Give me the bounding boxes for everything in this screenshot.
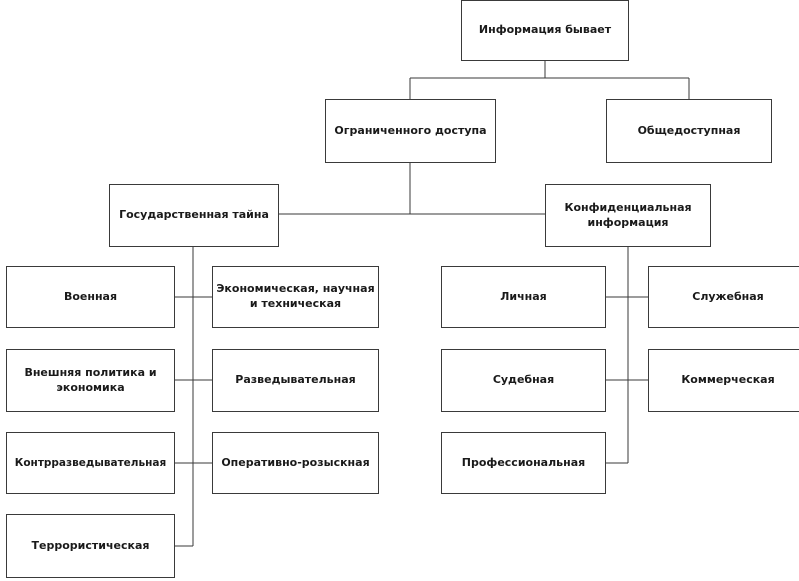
intelligence-node: Разведывательная	[212, 349, 379, 412]
military-node: Военная	[6, 266, 175, 328]
personal-node: Личная	[441, 266, 606, 328]
operational-label: Оперативно-розыскная	[221, 455, 370, 469]
state-secret-label: Государственная тайна	[119, 208, 269, 222]
operational-node: Оперативно-розыскная	[212, 432, 379, 494]
commercial-label: Коммерческая	[681, 373, 775, 387]
counterintelligence-label: Контрразведывательная	[14, 456, 167, 469]
economic-label: Экономическая, научная и техническая	[216, 282, 375, 310]
foreign-policy-label: Внешняя политика и экономика	[24, 365, 157, 394]
public-label: Общедоступная	[637, 123, 741, 137]
commercial-node: Коммерческая	[648, 349, 799, 412]
root-node: Информация бывает	[461, 0, 629, 61]
economic-node: Экономическая, научная и техническая	[212, 266, 379, 328]
intelligence-label: Разведывательная	[235, 373, 356, 387]
restricted-access-label: Ограниченного доступа	[334, 123, 487, 137]
state-secret-node: Государственная тайна	[109, 184, 279, 247]
military-label: Военная	[63, 289, 118, 303]
professional-node: Профессиональная	[441, 432, 606, 494]
confidential-label: Конфиденциальная информация	[564, 200, 692, 229]
foreign-policy-node: Внешняя политика и экономика	[6, 349, 175, 412]
official-node: Служебная	[648, 266, 799, 328]
professional-label: Профессиональная	[461, 455, 586, 469]
terrorist-label: Террористическая	[31, 538, 150, 552]
terrorist-node: Террористическая	[6, 514, 175, 578]
judicial-node: Судебная	[441, 349, 606, 412]
confidential-node: Конфиденциальная информация	[545, 184, 711, 247]
public-node: Общедоступная	[606, 99, 772, 163]
restricted-access-node: Ограниченного доступа	[325, 99, 496, 163]
personal-label: Личная	[500, 289, 547, 303]
official-label: Служебная	[692, 289, 764, 303]
judicial-label: Судебная	[492, 373, 555, 387]
counterintelligence-node: Контрразведывательная	[6, 432, 175, 494]
root-node-label: Информация бывает	[478, 23, 612, 37]
